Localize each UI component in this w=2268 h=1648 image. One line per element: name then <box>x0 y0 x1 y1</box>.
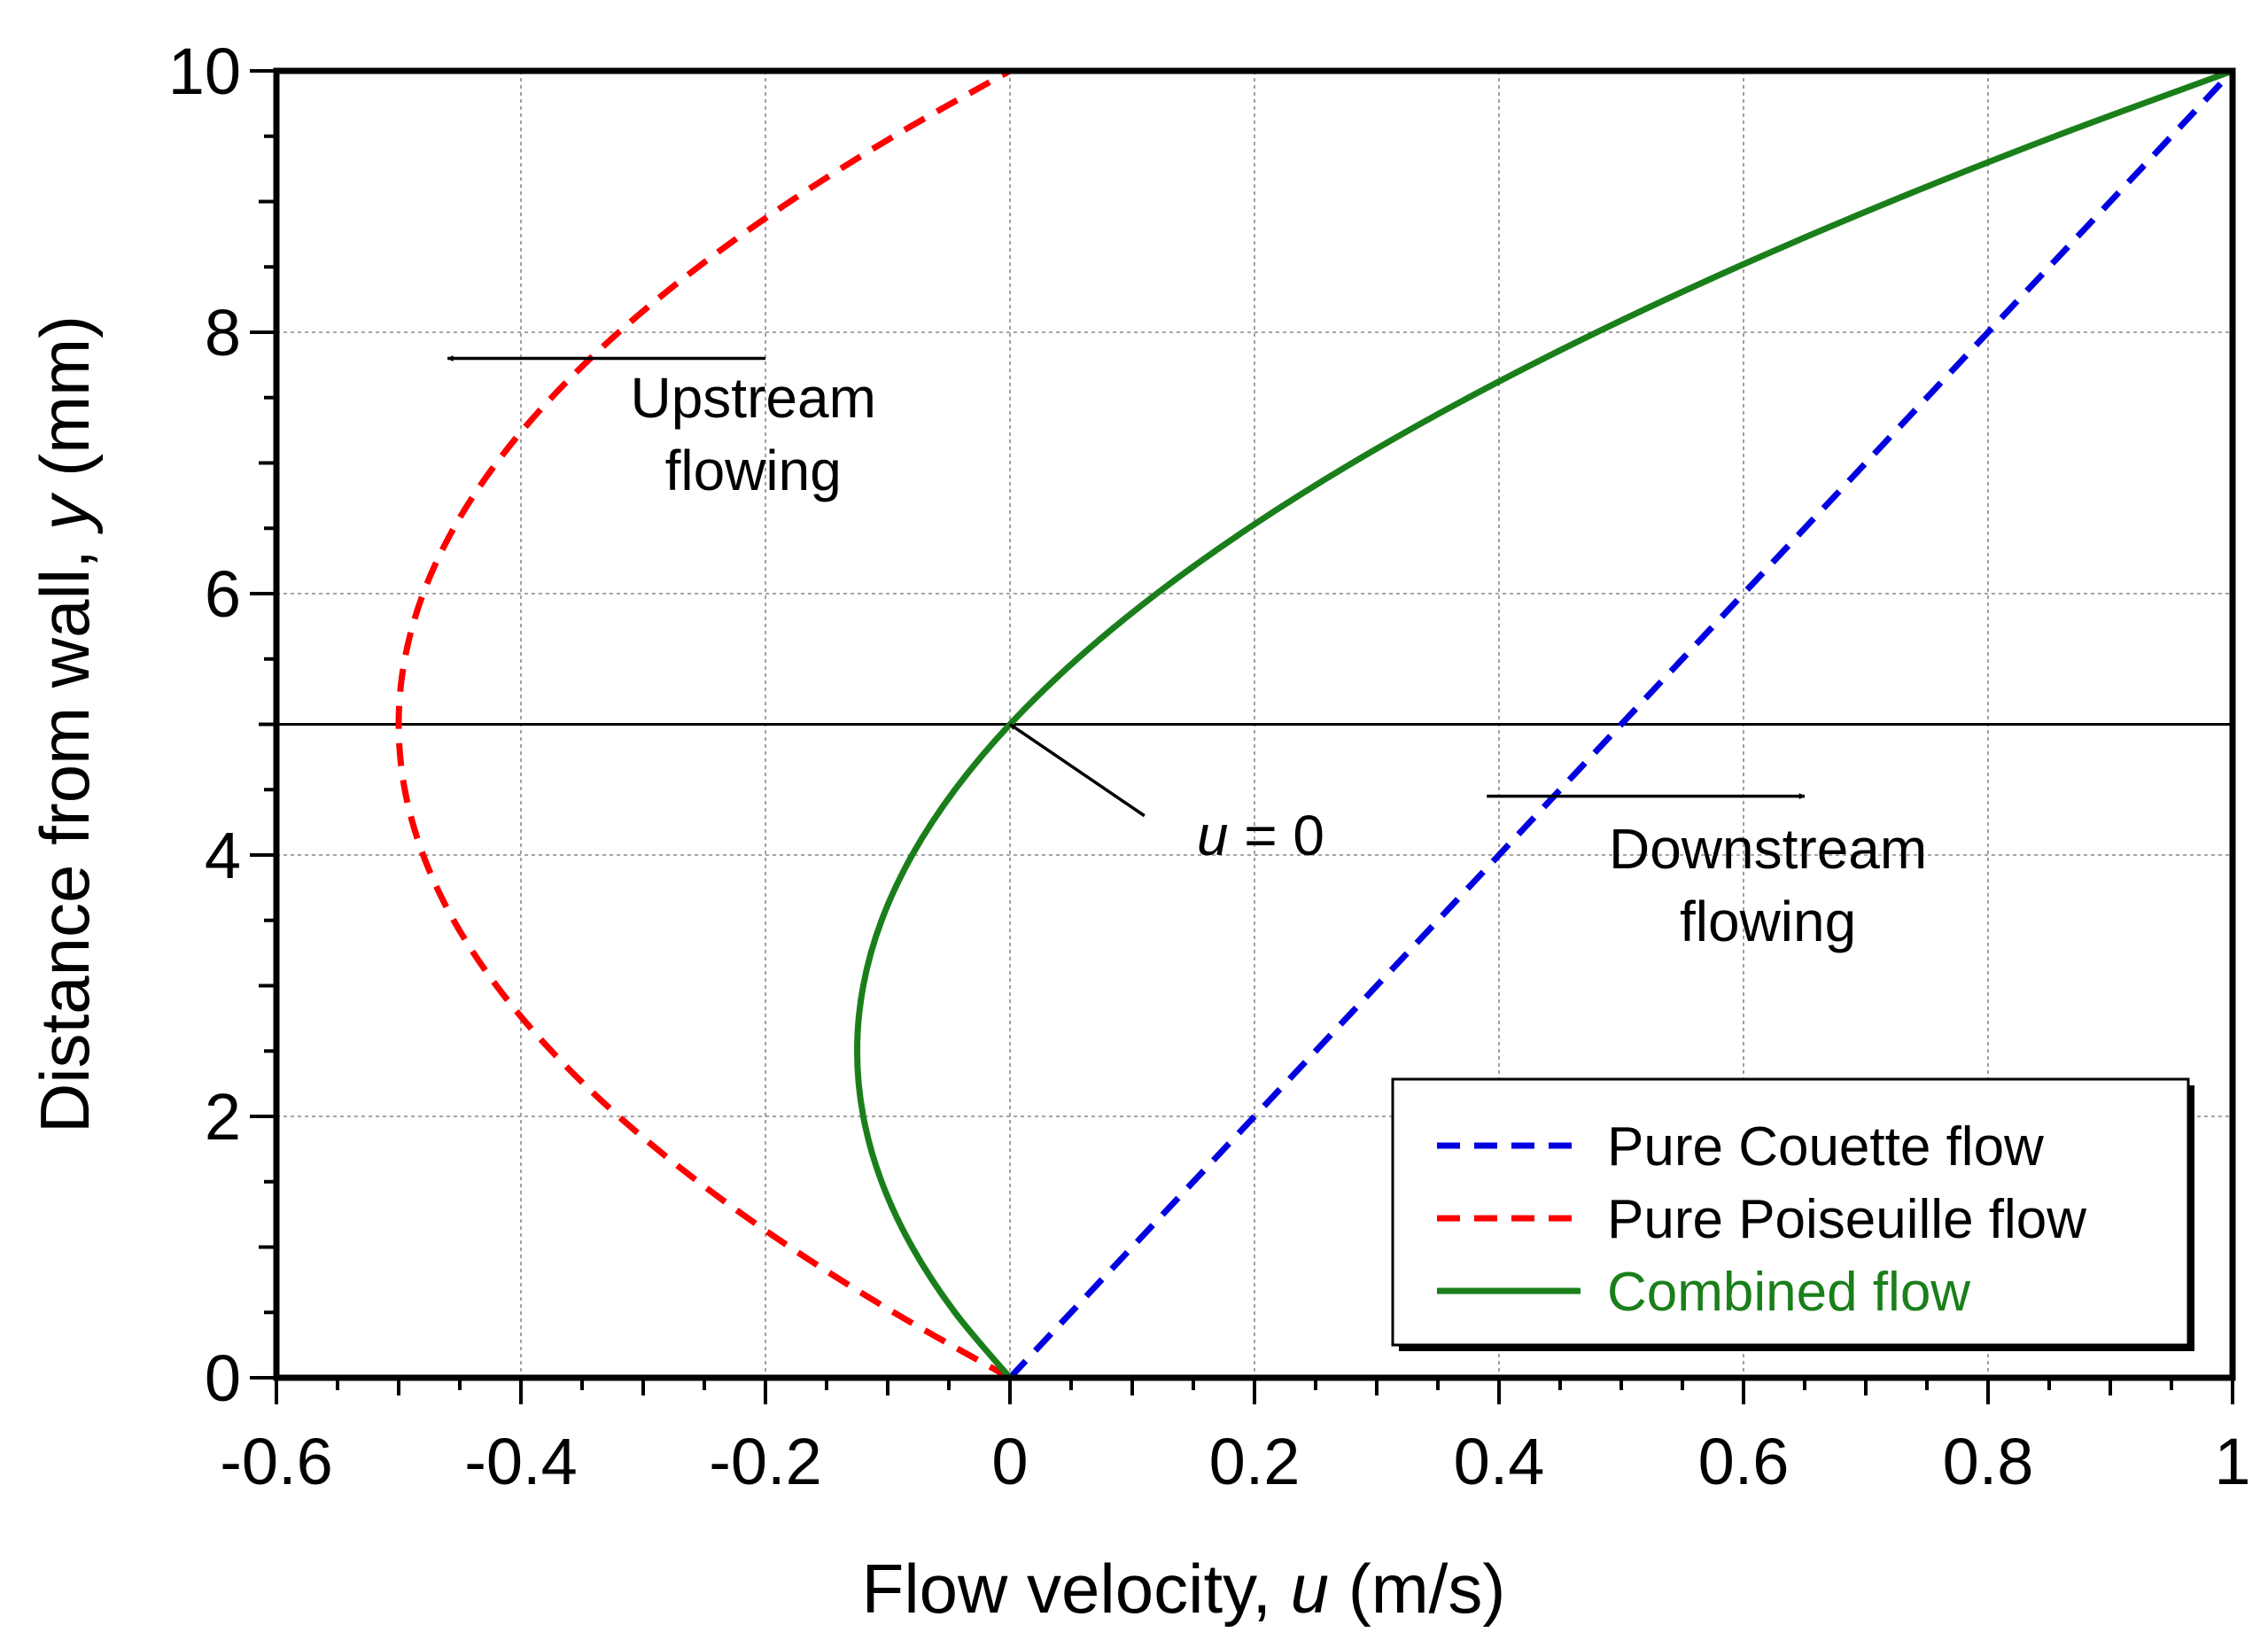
y-tick-label: 10 <box>168 35 241 108</box>
y-tick-label: 4 <box>205 819 241 892</box>
series-line-pure-poiseuille-flow <box>395 67 1012 1381</box>
annotation-label-text: = 0 <box>1228 804 1324 867</box>
x-tick-label: 1 <box>2214 1425 2250 1498</box>
x-tick-label: 0.4 <box>1454 1425 1545 1498</box>
annotation-label-u-zero: u = 0 <box>1197 804 1324 867</box>
series-group <box>395 67 2235 1381</box>
annotation-label-downstream: Downstream <box>1609 817 1927 881</box>
y-axis-label: Distance from wall, y (mm) <box>26 315 104 1133</box>
series-line-pure-couette-flow <box>1007 68 2235 1380</box>
annotation-label-upstream: Upstream <box>630 366 875 430</box>
x-tick-label: 0.2 <box>1209 1425 1301 1498</box>
y-axis-label-variable: y <box>26 493 104 535</box>
annotation-arrow-u-zero <box>1009 723 1146 818</box>
annotation-label-upstream: flowing <box>665 439 842 502</box>
x-tick-label: 0.8 <box>1943 1425 2034 1498</box>
x-tick-label: 0.6 <box>1698 1425 1790 1498</box>
x-tick-label: 0 <box>991 1425 1028 1498</box>
x-axis-label-prefix: Flow velocity, <box>862 1550 1291 1628</box>
legend-label-pure-couette-flow: Pure Couette flow <box>1607 1116 2044 1178</box>
x-axis-label-variable: u <box>1291 1550 1329 1628</box>
x-axis-label-suffix: (m/s) <box>1329 1550 1505 1628</box>
x-tick-label: -0.2 <box>709 1425 822 1498</box>
legend-label-pure-poiseuille-flow: Pure Poiseuille flow <box>1607 1189 2086 1250</box>
y-tick-label: 2 <box>205 1080 241 1154</box>
x-tick-label: -0.4 <box>464 1425 578 1498</box>
series-line-combined-flow <box>854 67 2234 1380</box>
x-axis-label: Flow velocity, u (m/s) <box>862 1550 1506 1628</box>
legend-box <box>1391 1077 2190 1347</box>
y-tick-label: 0 <box>205 1341 241 1415</box>
x-tick-label: -0.6 <box>220 1425 333 1498</box>
y-tick-label: 8 <box>205 296 241 369</box>
annotation-label-variable: u <box>1197 804 1229 867</box>
y-tick-label: 6 <box>205 557 241 631</box>
axis-labels-group: Flow velocity, u (m/s) Distance from wall… <box>26 315 1505 1628</box>
y-axis-label-prefix: Distance from wall, <box>26 531 104 1134</box>
annotation-label-downstream: flowing <box>1680 890 1856 953</box>
y-axis-label-suffix: (mm) <box>26 315 104 496</box>
legend-label-combined-flow: Combined flow <box>1607 1262 1970 1323</box>
